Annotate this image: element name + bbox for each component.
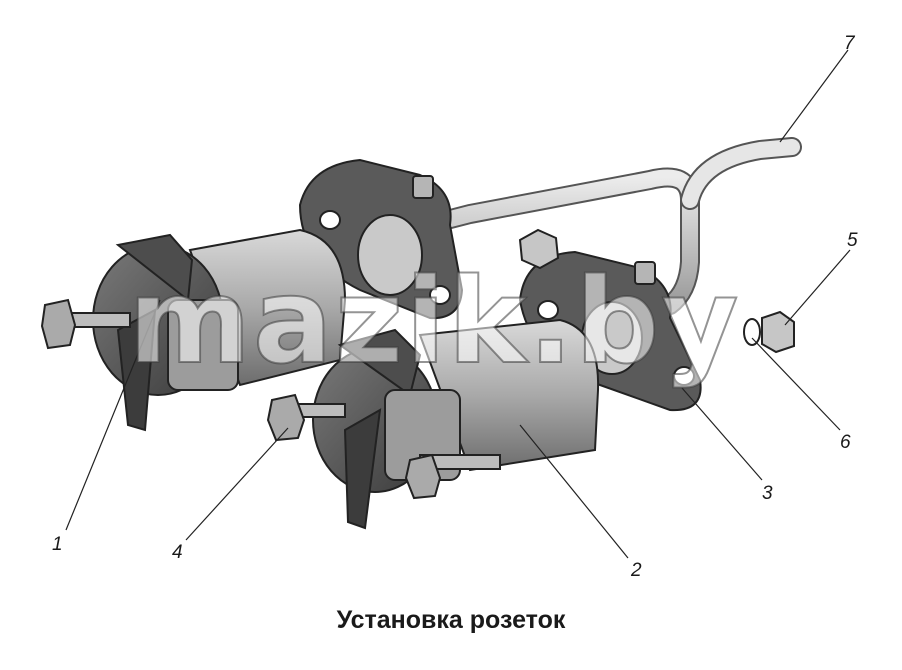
figure-caption: Установка розеток — [336, 606, 566, 634]
front-flange — [518, 250, 702, 412]
callout-4: 4 — [172, 542, 183, 563]
socket-front — [312, 318, 600, 530]
wire-tube — [390, 137, 802, 315]
nut-loose — [518, 228, 560, 270]
callout-6: 6 — [840, 432, 851, 453]
leader-lines — [65, 49, 851, 559]
callout-2: 2 — [631, 560, 642, 581]
leader-7 — [779, 49, 849, 143]
leader-6 — [751, 337, 841, 431]
leader-1 — [65, 299, 161, 531]
leader-4 — [185, 427, 289, 541]
socket-rear — [40, 228, 347, 432]
leader-5 — [784, 249, 851, 326]
leader-2 — [519, 424, 629, 559]
bolt — [266, 393, 346, 442]
leader-3 — [681, 387, 763, 481]
callout-1: 1 — [52, 534, 63, 555]
watermark: mazik.by — [127, 252, 741, 390]
callout-3: 3 — [762, 483, 773, 504]
callout-5: 5 — [847, 230, 858, 251]
rear-flange — [298, 158, 464, 320]
nut-and-washer — [743, 310, 795, 354]
callout-7: 7 — [844, 33, 855, 54]
